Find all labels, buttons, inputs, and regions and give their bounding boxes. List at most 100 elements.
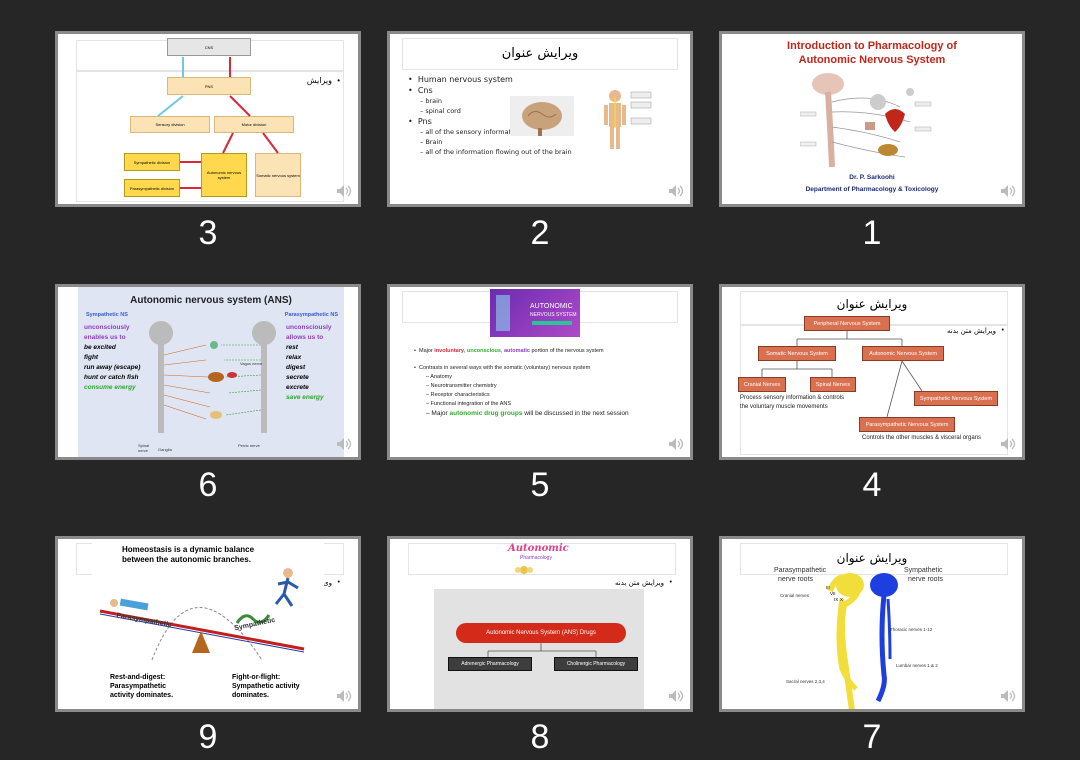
slide-8-side-text: ویرایش متن بدنه: [615, 579, 664, 587]
sub-receptor: Receptor characteristics: [430, 392, 490, 398]
speaker-icon[interactable]: [1000, 437, 1016, 451]
rest-line-1: Rest-and-digest:: [110, 674, 166, 681]
b1-involuntary: involuntary: [434, 348, 464, 354]
sub-spinal: spinal cord: [425, 107, 461, 115]
fight-line-2: Sympathetic activity: [232, 683, 300, 690]
bullet-pns: Pns: [417, 117, 432, 126]
cranial-vii: VII: [830, 591, 836, 596]
seesaw-illustration: [99, 568, 305, 661]
bullet-cns: Cns: [417, 86, 433, 95]
right-line-1: unconsciously: [286, 324, 332, 331]
b1-unconscious: unconscious: [466, 348, 501, 354]
sub-major-c: will be discussed in the next session: [522, 410, 629, 417]
left-line-6: hunt or catch fish: [84, 374, 139, 381]
speaker-icon[interactable]: [1000, 184, 1016, 198]
right-line-5: digest: [286, 364, 306, 371]
para-roots-2: nerve roots: [778, 576, 814, 583]
sub-major-a: Major: [431, 410, 450, 417]
sympathetic-box: Sympathetic division: [124, 153, 180, 171]
speaker-icon[interactable]: [336, 689, 352, 703]
symp-roots-2: nerve roots: [908, 576, 944, 583]
ans-anatomy-illustration: [800, 73, 932, 168]
b1-sep2: ,: [500, 348, 504, 354]
sub-anatomy: Anatomy: [430, 374, 453, 380]
slide-number-1: 1: [862, 214, 882, 252]
slide-number-3: 3: [198, 214, 218, 252]
rest-line-3: activity dominates.: [110, 692, 174, 699]
spinal-label: Spinal nerve: [138, 443, 150, 453]
pns-node: Peripheral Nervous System: [804, 316, 890, 331]
slide-number-5: 5: [530, 466, 550, 504]
vagus-label: Vagus nerve: [240, 361, 263, 366]
sub-brain: brain: [425, 97, 443, 105]
slide-4-title: ویرایش عنوان: [836, 297, 908, 311]
slide-number-2: 2: [530, 214, 550, 252]
cranial-ix: IX: [834, 597, 839, 602]
somatic-node: Somatic Nervous System: [758, 346, 836, 361]
slide-thumbnail-7[interactable]: ویرایش عنوان Parasympathetic nerve roots…: [719, 536, 1025, 712]
right-line-6: secrete: [286, 374, 309, 381]
sub-neuro: Neurotransmitter chemistry: [430, 383, 497, 389]
right-line-7: excrete: [286, 384, 309, 391]
slide-1-department: Department of Pharmacology & Toxicology: [805, 186, 939, 193]
slide-2-content: ویرایش عنوان • Human nervous system • Cn…: [390, 34, 690, 204]
sub-major-drugs: autonomic drug groups: [449, 410, 523, 417]
cranial-iii: III: [826, 585, 830, 590]
slide-thumbnail-9[interactable]: وی • Homeostasis is a dynamic balance be…: [55, 536, 361, 712]
drug-chart-panel: Autonomic Nervous System (ANS) Drugs Adr…: [434, 589, 644, 709]
logo-autonomic: Autonomic: [508, 543, 569, 554]
speaker-icon[interactable]: [336, 437, 352, 451]
lumbar-label: Lumbar nerves 1 & 2: [896, 663, 938, 668]
slide-thumbnail-2[interactable]: ویرایش عنوان • Human nervous system • Cn…: [387, 31, 693, 207]
slide-thumbnail-3[interactable]: ویرایش • CNS PNS Sensory division Motor …: [55, 31, 361, 207]
ans-banner-image: AUTONOMIC NERVOUS SYSTEM: [490, 289, 580, 337]
rest-line-2: Parasympathetic: [110, 683, 167, 690]
slide-1-content: Introduction to Pharmacology of Autonomi…: [722, 34, 1022, 204]
parasympathetic-node: Parasympathetic Nervous System: [859, 417, 955, 432]
slide-1-author: Dr. P. Sarkoohi: [849, 174, 895, 181]
ans-diagram: [149, 321, 276, 433]
note-somatic-1: Process sensory information & controls: [740, 395, 845, 401]
slide-thumbnail-6[interactable]: Autonomic nervous system (ANS) Sympathet…: [55, 284, 361, 460]
slide-thumbnail-4[interactable]: ویرایش عنوان ویرایش متن بدنه • Periphera…: [719, 284, 1025, 460]
slide-thumbnail-8[interactable]: Autonomic Pharmacology ویرایش متن بدنه •…: [387, 536, 693, 712]
slide-2-title: ویرایش عنوان: [501, 46, 579, 61]
right-line-4: relax: [286, 354, 302, 361]
body-nerves-image: [604, 90, 652, 149]
pns-box: PNS: [167, 77, 251, 95]
banner-line-2: NERVOUS SYSTEM: [530, 312, 577, 318]
tree-connectors: [761, 331, 923, 418]
speaker-icon[interactable]: [668, 184, 684, 198]
slide-thumbnail-5[interactable]: AUTONOMIC NERVOUS SYSTEM • Major involun…: [387, 284, 693, 460]
para-roots-1: Parasympathetic: [774, 567, 827, 574]
slide-4-content: ویرایش عنوان ویرایش متن بدنه • Periphera…: [722, 287, 1022, 457]
left-line-2: enables us to: [84, 334, 126, 341]
speaker-icon[interactable]: [1000, 689, 1016, 703]
left-line-3: be excited: [84, 344, 116, 351]
cranial-node: Cranial Nerves: [738, 377, 786, 392]
motor-box: Motor division: [214, 116, 294, 133]
autonomic-node: Autonomic Nervous System: [862, 346, 944, 361]
slide-thumbnail-1[interactable]: Introduction to Pharmacology of Autonomi…: [719, 31, 1025, 207]
homeostasis-figure: Homeostasis is a dynamic balance between…: [92, 541, 324, 707]
logo-flower-icon: [515, 566, 533, 574]
cranial-x: X: [840, 597, 844, 602]
cns-box: CNS: [167, 38, 251, 56]
slide-number-7: 7: [862, 718, 882, 756]
speaker-icon[interactable]: [668, 437, 684, 451]
right-line-2: allows us to: [286, 334, 324, 341]
sympathetic-node: Sympathetic Nervous System: [914, 391, 998, 406]
slide-9-side-text: وی: [323, 579, 332, 587]
speaker-icon[interactable]: [668, 689, 684, 703]
speaker-icon[interactable]: [336, 184, 352, 198]
slide-3-content: ویرایش • CNS PNS Sensory division Motor …: [58, 34, 358, 204]
fight-line-1: Fight-or-flight:: [232, 674, 281, 681]
symp-ns-label: Sympathetic NS: [86, 312, 128, 318]
bullet-human: Human nervous system: [417, 75, 513, 84]
para-ns-label: Parasympathetic NS: [284, 312, 338, 318]
thoracic-label: Thoracic nerves 1-12: [890, 627, 933, 632]
sub-functional: Functional integration of the ANS: [430, 401, 512, 407]
homeo-title-1: Homeostasis is a dynamic balance: [122, 545, 255, 554]
flow-arrows: [157, 57, 279, 189]
b1-automatic: automatic: [503, 348, 530, 354]
